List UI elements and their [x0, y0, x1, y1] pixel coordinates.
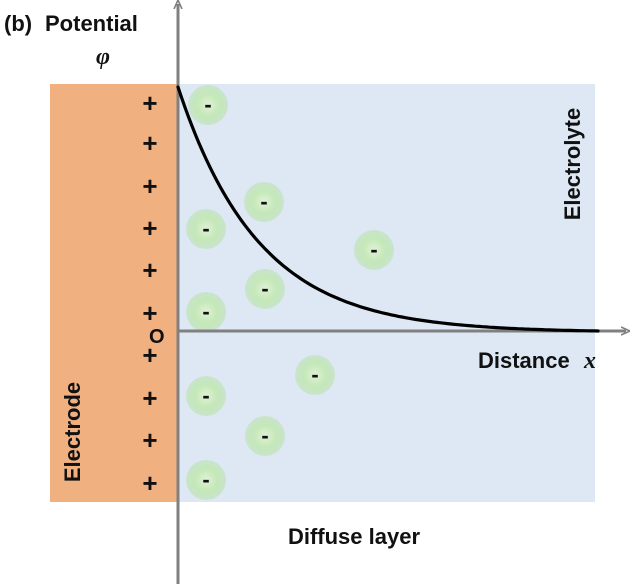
x-axis-symbol: x: [583, 348, 596, 374]
anion: -: [186, 376, 226, 416]
anion-glow: [186, 292, 226, 332]
anion-cloud: - - - - - - - - - -: [186, 85, 394, 500]
positive-charge: +: [142, 255, 157, 285]
anion-glow: [244, 182, 284, 222]
anion-sign: -: [370, 237, 377, 262]
potential-curve: [176, 85, 600, 333]
anion-glow: [186, 376, 226, 416]
anion: -: [354, 230, 394, 270]
anion-sign: -: [202, 467, 209, 492]
positive-charge: +: [142, 425, 157, 455]
electrode-charges: + + + + + + + + + +: [142, 88, 157, 498]
anion-glow: [186, 209, 226, 249]
anion-glow: [245, 269, 285, 309]
electrode-label: Electrode: [60, 382, 85, 482]
positive-charge: +: [142, 213, 157, 243]
positive-charge: +: [142, 298, 157, 328]
anion-sign: -: [202, 299, 209, 324]
origin-label: O: [149, 326, 165, 348]
anion: -: [295, 355, 335, 395]
anion: -: [186, 209, 226, 249]
electrolyte-region: [178, 84, 595, 502]
y-axis-title: Potential: [45, 11, 138, 36]
positive-charge: +: [142, 88, 157, 118]
anion-glow: [188, 85, 228, 125]
anion-glow: [354, 230, 394, 270]
anion: -: [245, 416, 285, 456]
anion-sign: -: [202, 383, 209, 408]
anion: -: [245, 269, 285, 309]
anion: -: [188, 85, 228, 125]
positive-charge: +: [142, 468, 157, 498]
anion: -: [186, 460, 226, 500]
electrode-region: [50, 84, 178, 502]
anion: -: [186, 292, 226, 332]
x-axis-title: Distance: [478, 348, 570, 373]
electrolyte-label: Electrolyte: [560, 108, 585, 221]
anion-sign: -: [261, 423, 268, 448]
positive-charge: +: [142, 128, 157, 158]
anion-sign: -: [261, 276, 268, 301]
positive-charge: +: [142, 340, 157, 370]
panel-label: (b): [4, 11, 32, 36]
anion: -: [244, 182, 284, 222]
anion-sign: -: [204, 92, 211, 117]
diffuse-layer-label: Diffuse layer: [288, 524, 420, 549]
anion-glow: [186, 460, 226, 500]
anion-glow: [245, 416, 285, 456]
anion-sign: -: [311, 362, 318, 387]
positive-charge: +: [142, 383, 157, 413]
anion-sign: -: [202, 216, 209, 241]
anion-glow: [295, 355, 335, 395]
anion-sign: -: [260, 189, 267, 214]
y-axis-symbol: φ: [96, 44, 110, 70]
positive-charge: +: [142, 171, 157, 201]
